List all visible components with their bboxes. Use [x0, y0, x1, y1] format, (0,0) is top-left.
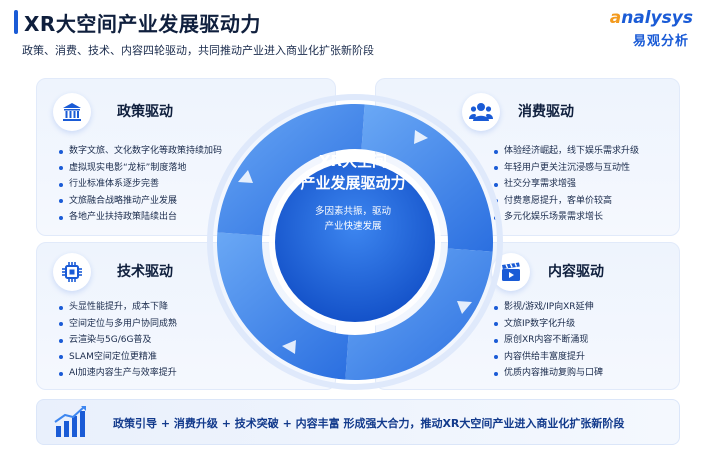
list-item: 行业标准体系逐步完善 [59, 176, 222, 193]
ring-segment-technology [217, 232, 349, 380]
chip-icon [53, 253, 91, 291]
list-item: 虚拟现实电影“龙标”制度落地 [59, 160, 222, 177]
growth-chart-icon [51, 404, 89, 442]
list-item: 影视/游戏/IP向XR延伸 [494, 299, 603, 316]
outer-halo-ring [207, 94, 503, 390]
list-item: 数字文旅、文化数字化等政策持续加码 [59, 143, 222, 160]
list-item: AI加速内容生产与效率提升 [59, 365, 177, 382]
ring-arrow [282, 340, 296, 354]
logo-chinese-name: 易观分析 [632, 34, 689, 49]
summary-text: 政策引导 + 消费升级 + 技术突破 + 内容丰富 形成强大合力，推动XR大空间… [113, 417, 625, 430]
content-heading: 内容驱动 [548, 264, 604, 280]
government-building-icon [53, 93, 91, 131]
logo-wordmark-a: a [609, 8, 622, 28]
list-item: 头显性能提升，成本下降 [59, 299, 177, 316]
center-title-line1: XR大空间 [318, 152, 388, 170]
ring-arrow [414, 130, 428, 144]
ring-arrow [457, 301, 472, 314]
people-group-icon [462, 93, 500, 131]
page-subtitle: 政策、消费、技术、内容四轮驱动，共同推动产业进入商业化扩张新阶段 [22, 44, 374, 57]
center-sub-line2: 产业快速发展 [324, 221, 382, 232]
list-item: SLAM空间定位更精准 [59, 349, 177, 366]
list-item: 文旅IP数字化升级 [494, 316, 603, 333]
list-item: 多元化娱乐场景需求增长 [494, 209, 639, 226]
list-item: 空间定位与多用户协同成熟 [59, 316, 177, 333]
list-item: 内容供给丰富度提升 [494, 349, 603, 366]
center-label: XR大空间 产业发展驱动力 多因素共振，驱动 产业快速发展 [268, 150, 438, 234]
summary-banner: 政策引导 + 消费升级 + 技术突破 + 内容丰富 形成强大合力，推动XR大空间… [36, 399, 680, 445]
technology-heading: 技术驱动 [117, 264, 173, 280]
ring-segments [217, 104, 493, 380]
list-item: 优质内容推动复购与口碑 [494, 365, 603, 382]
ring-segment-content [345, 248, 493, 380]
list-item: 原创XR内容不断涌现 [494, 332, 603, 349]
technology-list: 头显性能提升，成本下降 空间定位与多用户协同成熟 云渲染与5G/6G普及 SLA… [59, 299, 177, 382]
policy-list: 数字文旅、文化数字化等政策持续加码 虚拟现实电影“龙标”制度落地 行业标准体系逐… [59, 143, 222, 226]
list-item: 各地产业扶持政策陆续出台 [59, 209, 222, 226]
ring-arrows [238, 130, 472, 354]
list-item: 付费意愿提升，客单价较高 [494, 193, 639, 210]
consumption-list: 体验经济崛起，线下娱乐需求升级 年轻用户更关注沉浸感与互动性 社交分享需求增强 … [494, 143, 639, 226]
list-item: 年轻用户更关注沉浸感与互动性 [494, 160, 639, 177]
logo-wordmark-rest: nalysys [621, 8, 693, 28]
ring-segment-consumption [361, 104, 493, 252]
list-item: 文旅融合战略推动产业发展 [59, 193, 222, 210]
center-sub-line1: 多因素共振，驱动 [314, 206, 391, 217]
list-item: 社交分享需求增强 [494, 176, 639, 193]
driver-ring [207, 94, 503, 390]
ring-segment-policy [217, 104, 365, 236]
ring-arrow [238, 170, 253, 183]
title-accent-bar [14, 10, 18, 34]
page-title: XR大空间产业发展驱动力 [24, 12, 261, 36]
policy-heading: 政策驱动 [117, 104, 173, 120]
content-list: 影视/游戏/IP向XR延伸 文旅IP数字化升级 原创XR内容不断涌现 内容供给丰… [494, 299, 603, 382]
list-item: 云渲染与5G/6G普及 [59, 332, 177, 349]
logo-wordmark: analysys [610, 8, 693, 28]
list-item: 体验经济崛起，线下娱乐需求升级 [494, 143, 639, 160]
consumption-heading: 消费驱动 [518, 104, 574, 120]
center-title-line2: 产业发展驱动力 [300, 174, 406, 192]
core-circle [275, 162, 435, 322]
analysys-logo: analysys 易观分析 [583, 8, 693, 49]
